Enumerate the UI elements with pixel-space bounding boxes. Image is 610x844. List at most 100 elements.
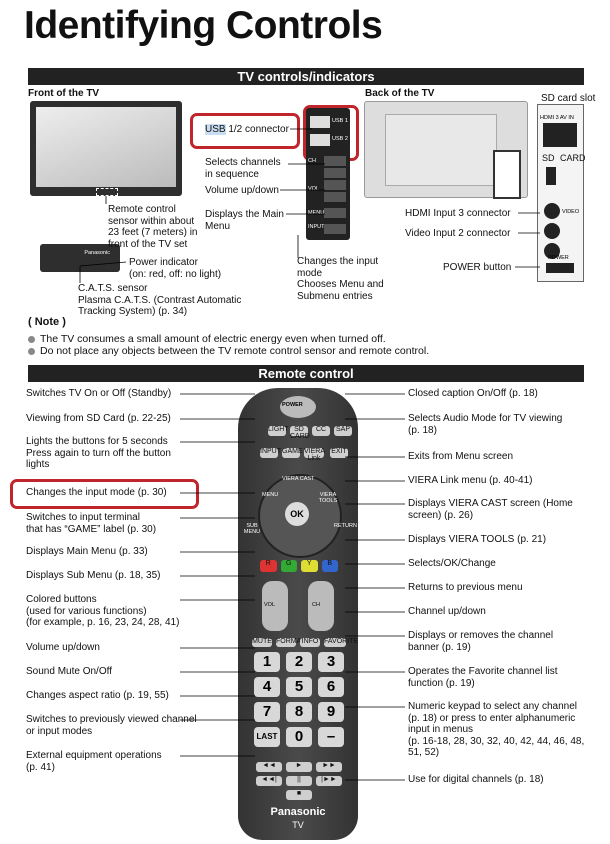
cc-button[interactable]: CC xyxy=(312,426,330,436)
sd-slot-icon[interactable] xyxy=(546,167,556,185)
side-terminal xyxy=(493,150,521,199)
viera-link-button[interactable]: VIERA Link xyxy=(304,448,326,462)
green-button[interactable]: G xyxy=(280,560,297,572)
key-5[interactable]: 5 xyxy=(286,677,312,697)
red-button[interactable]: R xyxy=(260,560,277,572)
input-button[interactable]: INPUT xyxy=(260,448,281,458)
viera-tools-key-label: VIERA TOOLS xyxy=(318,492,338,504)
sd-label: SD xyxy=(542,153,555,163)
audio-r-jack-icon[interactable] xyxy=(544,243,560,259)
fast-forward-button[interactable]: ►► xyxy=(316,762,342,772)
vol-down-button[interactable] xyxy=(324,192,346,202)
usb1-port-icon[interactable] xyxy=(310,116,330,128)
key-6[interactable]: 6 xyxy=(318,677,344,697)
note-label: ( Note ) xyxy=(28,316,66,328)
note-item-2: Do not place any objects between the TV … xyxy=(28,345,429,358)
side-panel: USB 1 USB 2 CH VOL MENU INPUT/OK xyxy=(306,108,350,240)
remote-right-label-4: VIERA Link menu (p. 40-41) xyxy=(408,475,533,486)
stop-button[interactable]: ■ xyxy=(286,790,312,800)
remote-right-label-3: Exits from Menu screen xyxy=(408,451,514,462)
sd-card-button[interactable]: SD CARD xyxy=(290,426,310,440)
blue-button[interactable]: B xyxy=(321,560,338,572)
remote-left-label-8: Colored buttons(used for various functio… xyxy=(26,594,180,628)
power-button-label: POWER button xyxy=(443,262,512,273)
sensor-marker xyxy=(96,188,118,196)
dash-button[interactable]: – xyxy=(318,727,344,747)
ch-down-button[interactable] xyxy=(324,168,346,178)
bullet-icon xyxy=(28,347,35,355)
power-button[interactable] xyxy=(280,396,316,418)
card-label: CARD xyxy=(560,153,586,163)
usb2-port-icon[interactable] xyxy=(310,134,330,146)
key-8[interactable]: 8 xyxy=(286,702,312,722)
remote-left-label-10: Sound Mute On/Off xyxy=(26,666,112,677)
audio-l-jack-icon[interactable] xyxy=(544,223,560,239)
vol-up-button[interactable] xyxy=(324,180,346,190)
light-button[interactable]: LIGHT xyxy=(268,426,289,436)
key-9[interactable]: 9 xyxy=(318,702,344,722)
panel-input-label: INPUT/OK xyxy=(308,224,334,230)
front-header: Front of the TV xyxy=(28,88,100,99)
tv-front-image xyxy=(30,101,182,196)
favorite-button[interactable]: FAVORITE xyxy=(324,638,359,647)
volume-rocker[interactable] xyxy=(262,581,288,631)
key-1[interactable]: 1 xyxy=(254,652,280,672)
channel-rocker[interactable] xyxy=(308,581,334,631)
ok-button[interactable]: OK xyxy=(285,502,309,526)
format-button[interactable]: FORMAT xyxy=(276,638,306,647)
return-key-label: RETURN xyxy=(334,523,357,529)
color-buttons: R G Y B xyxy=(260,560,338,572)
sap-button[interactable]: SAP xyxy=(334,426,352,436)
remote-control: POWER LIGHT SD CARD CC SAP INPUT GAME VI… xyxy=(238,388,358,840)
hdmi-port-icon[interactable] xyxy=(543,123,577,147)
usb1-label: USB 1 xyxy=(332,118,348,124)
game-button[interactable]: GAME xyxy=(282,448,303,458)
key-4[interactable]: 4 xyxy=(254,677,280,697)
play-button[interactable]: ► xyxy=(286,762,312,772)
remote-right-label-1: Closed caption On/Off (p. 18) xyxy=(408,388,538,399)
yellow-button[interactable]: Y xyxy=(301,560,318,572)
key-3[interactable]: 3 xyxy=(318,652,344,672)
remote-tv-label: TV xyxy=(292,820,304,830)
key-7[interactable]: 7 xyxy=(254,702,280,722)
skip-forward-button[interactable]: |►► xyxy=(316,776,342,786)
remote-control-bar: Remote control xyxy=(28,365,584,382)
mute-button[interactable]: MUTE xyxy=(252,638,272,647)
menu-button[interactable] xyxy=(324,208,346,218)
key-0[interactable]: 0 xyxy=(286,727,312,747)
panel-menu-label: MENU xyxy=(308,210,325,216)
skip-back-button[interactable]: ◄◄| xyxy=(256,776,282,786)
info-button[interactable]: INFO xyxy=(300,638,320,647)
transport-keys: ◄◄ ► ►► ◄◄| || |►► ■ xyxy=(256,762,342,800)
pause-button[interactable]: || xyxy=(286,776,312,786)
last-button[interactable]: LAST xyxy=(254,727,280,747)
key-2[interactable]: 2 xyxy=(286,652,312,672)
sd-slot-label: SD card slot xyxy=(541,93,596,104)
remote-left-label-2: Viewing from SD Card (p. 22-25) xyxy=(26,413,171,424)
remote-left-label-1: Switches TV On or Off (Standby) xyxy=(26,388,172,399)
terminal-panel: HDMI 3 AV IN SD CARD VIDEO POWER xyxy=(537,104,586,282)
hdmi3-label: HDMI Input 3 connector xyxy=(405,208,511,219)
exit-button[interactable]: EXIT xyxy=(330,448,348,458)
menu-key-label: MENU xyxy=(262,492,279,498)
remote-left-label-13: External equipment operations(p. 41) xyxy=(26,750,162,773)
page-title: Identifying Controls xyxy=(24,4,383,47)
panel-vol-label: VOL xyxy=(308,186,320,192)
usb2-label: USB 2 xyxy=(332,136,348,142)
tv-power-button[interactable] xyxy=(546,263,574,273)
remote-left-label-6: Displays Main Menu (p. 33) xyxy=(26,546,148,557)
hdmi-panel-label: HDMI 3 AV IN xyxy=(540,115,574,121)
rewind-button[interactable]: ◄◄ xyxy=(256,762,282,772)
input-ok-button[interactable] xyxy=(324,224,346,234)
remote-right-label-13: Use for digital channels (p. 18) xyxy=(408,774,544,785)
power-panel-label: POWER xyxy=(548,255,569,261)
ch-up-button[interactable] xyxy=(324,156,346,166)
video-jack-icon[interactable] xyxy=(544,203,560,219)
